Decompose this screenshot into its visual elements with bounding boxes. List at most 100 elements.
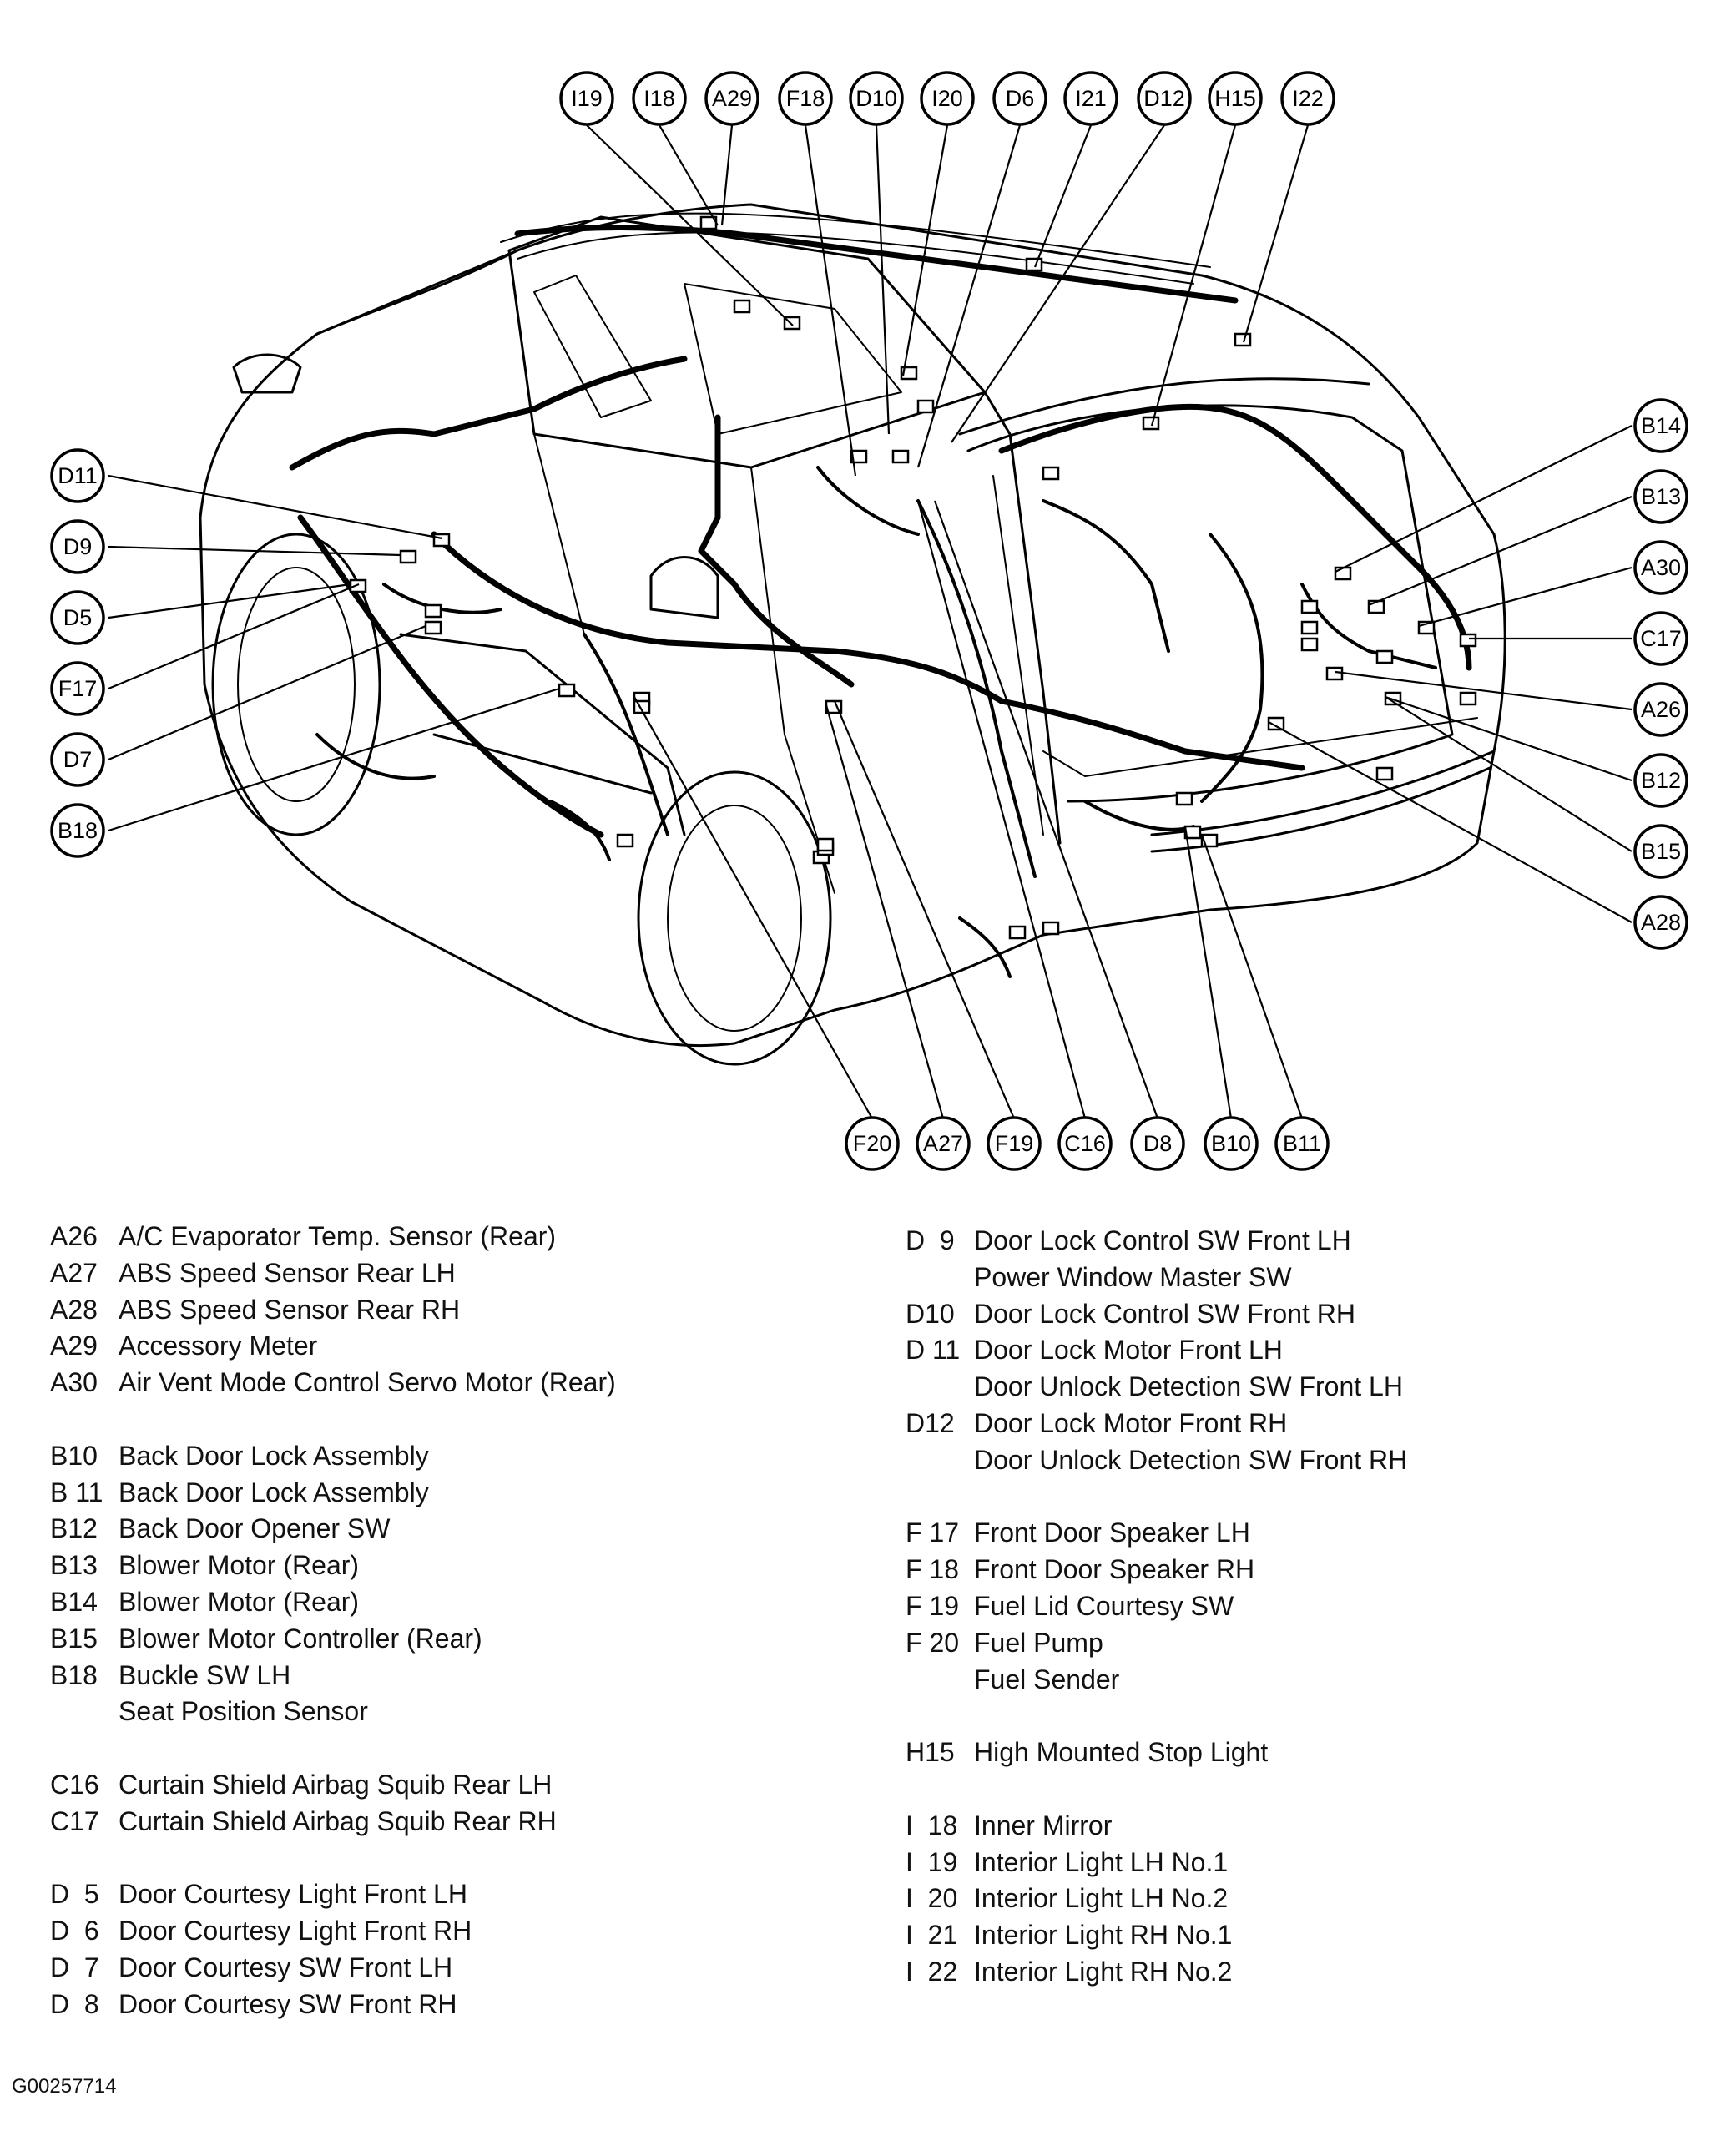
callout-i18: I18 [632, 71, 687, 126]
legend-description: Blower Motor (Rear) [119, 1586, 360, 1617]
callout-label: F19 [995, 1131, 1034, 1156]
callout-d10: D10 [849, 71, 904, 126]
legend-row: D 7 Door Courtesy SW Front LH [50, 1950, 616, 1987]
callout-b18: B18 [50, 803, 105, 858]
legend-description: Door Lock Motor Front RH [974, 1407, 1288, 1438]
legend-description: Fuel Sender [974, 1664, 1120, 1694]
callout-a29: A29 [704, 71, 760, 126]
callout-d7: D7 [50, 732, 105, 787]
callout-i22: I22 [1280, 71, 1335, 126]
callout-f20: F20 [845, 1116, 900, 1171]
legend-description: Front Door Speaker RH [974, 1554, 1255, 1585]
wire-harness [289, 225, 1472, 978]
callout-label: A29 [712, 86, 752, 111]
legend-code: A29 [50, 1331, 98, 1361]
legend-code: F 20 [906, 1627, 960, 1658]
callout-label: H15 [1214, 86, 1256, 111]
callout-label: F20 [853, 1131, 892, 1156]
legend-code: B13 [50, 1550, 98, 1581]
callout-a27: A27 [916, 1116, 971, 1171]
legend-description: A/C Evaporator Temp. Sensor (Rear) [119, 1221, 557, 1251]
callout-label: B14 [1641, 413, 1681, 438]
callout-label: I22 [1292, 86, 1324, 111]
legend-code: H15 [906, 1737, 955, 1768]
legend-description: Curtain Shield Airbag Squib Rear LH [119, 1769, 553, 1800]
callout-label: D6 [1006, 86, 1035, 111]
legend-row: B13 Blower Motor (Rear) [50, 1548, 616, 1584]
legend-code: B10 [50, 1440, 98, 1471]
callout-i21: I21 [1063, 71, 1118, 126]
legend-row: A26 A/C Evaporator Temp. Sensor (Rear) [50, 1219, 616, 1255]
legend-description: Back Door Opener SW [119, 1513, 391, 1544]
legend-code: A27 [50, 1257, 98, 1288]
callout-h15: H15 [1208, 71, 1263, 126]
legend-description: Blower Motor Controller (Rear) [119, 1623, 482, 1654]
callout-label: I20 [931, 86, 963, 111]
legend-code: D 11 [906, 1335, 961, 1366]
legend-description: Accessory Meter [119, 1331, 318, 1361]
legend-description: Fuel Pump [974, 1627, 1103, 1658]
legend-code: A26 [50, 1221, 98, 1251]
legend-description: Door Lock Control SW Front LH [974, 1225, 1351, 1255]
legend-description: Door Courtesy SW Front LH [119, 1952, 453, 1982]
legend-code: C17 [50, 1805, 99, 1836]
legend-description: Blower Motor (Rear) [119, 1550, 360, 1581]
callout-b12: B12 [1633, 753, 1688, 808]
legend-code: F 17 [906, 1517, 960, 1548]
legend-description: Back Door Lock Assembly [119, 1440, 429, 1471]
callout-label: A26 [1641, 697, 1681, 722]
legend-spacer [906, 1698, 1407, 1734]
legend-description: Door Courtesy Light Front LH [119, 1879, 467, 1910]
legend-description: Door Unlock Detection SW Front RH [974, 1444, 1408, 1475]
legend-row: Power Window Master SW [906, 1260, 1407, 1296]
callout-c17: C17 [1633, 611, 1688, 666]
callout-label: I21 [1075, 86, 1107, 111]
legend-description: Door Courtesy SW Front RH [119, 1988, 457, 2019]
legend-description: Air Vent Mode Control Servo Motor (Rear) [119, 1367, 616, 1398]
legend-code: F 19 [906, 1590, 960, 1621]
legend-description: Power Window Master SW [974, 1261, 1292, 1292]
callout-f17: F17 [50, 661, 105, 716]
callout-label: B13 [1641, 484, 1681, 509]
callout-b15: B15 [1633, 824, 1688, 879]
callout-label: D9 [63, 534, 93, 559]
legend-code: C16 [50, 1769, 99, 1800]
callout-a28: A28 [1633, 895, 1688, 950]
callout-d9: D9 [50, 519, 105, 574]
legend-row: Seat Position Sensor [50, 1694, 616, 1730]
callout-label: F17 [58, 676, 98, 701]
callout-c16: C16 [1057, 1116, 1113, 1171]
legend-code: B18 [50, 1659, 98, 1690]
legend-row: C16 Curtain Shield Airbag Squib Rear LH [50, 1767, 616, 1804]
callout-label: C16 [1064, 1131, 1106, 1156]
callout-label: A27 [923, 1131, 963, 1156]
callout-label: A28 [1641, 910, 1681, 935]
callout-label: B15 [1641, 839, 1681, 864]
legend-description: ABS Speed Sensor Rear RH [119, 1294, 461, 1325]
callout-label: D7 [63, 747, 93, 772]
legend-row: Door Unlock Detection SW Front RH [906, 1442, 1407, 1479]
legend-code: D 8 [50, 1988, 99, 2019]
callout-i19: I19 [559, 71, 614, 126]
legend-spacer [50, 1841, 616, 1877]
callout-label: C17 [1640, 626, 1682, 651]
callout-label: D12 [1143, 86, 1185, 111]
legend-code: D 7 [50, 1952, 99, 1982]
callout-d6: D6 [992, 71, 1047, 126]
legend-description: Seat Position Sensor [119, 1696, 368, 1727]
callout-label: B18 [58, 818, 98, 843]
callout-d11: D11 [50, 448, 105, 503]
legend-code: I 18 [906, 1810, 958, 1841]
